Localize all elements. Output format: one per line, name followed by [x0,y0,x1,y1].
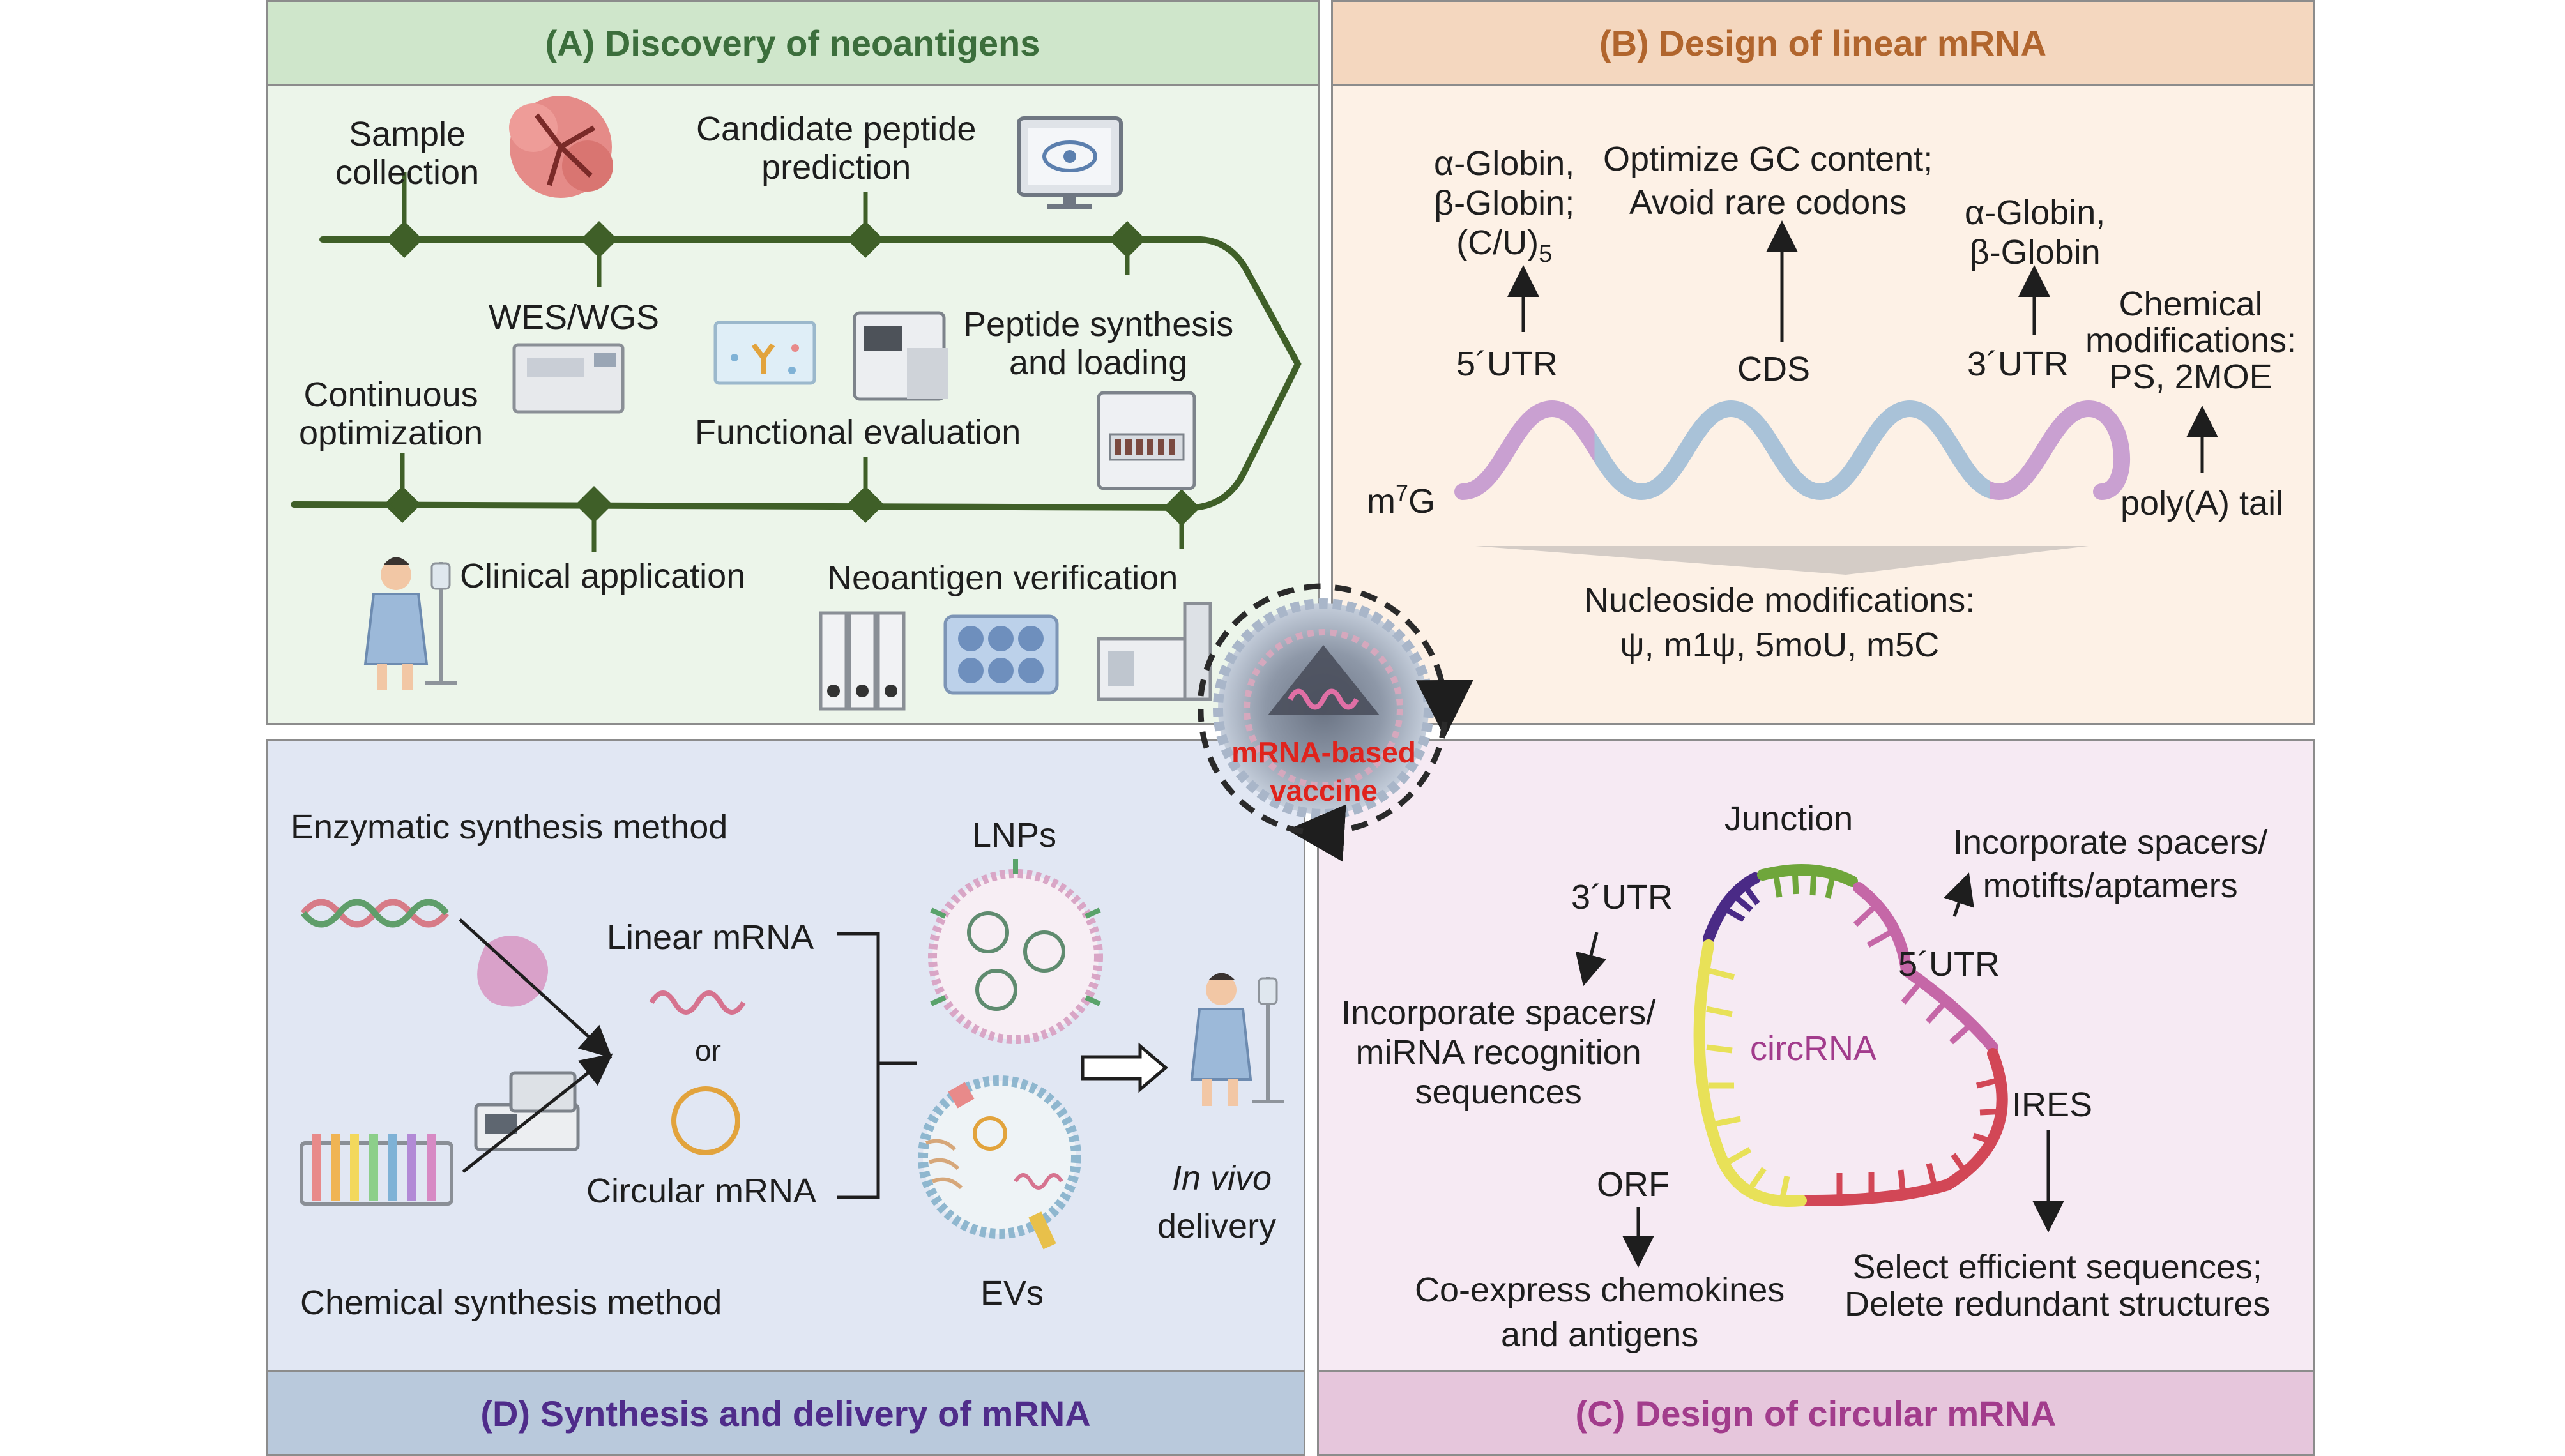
select-sequences-label: Select efficient sequences; Delete redun… [1845,1248,2271,1323]
enzymatic-synthesis-label: Enzymatic synthesis method [291,808,728,846]
panel-b-arrows [1507,220,2218,473]
wes-wgs-label: WES/WGS [489,298,659,337]
panel-d-arrows [459,918,613,1173]
coexpress-label: Co-express chemokines and antigens [1415,1271,1785,1354]
orf-label: ORF [1597,1165,1670,1204]
circrna-label: circRNA [1750,1029,1876,1068]
patient-delivery-icon [1190,973,1284,1106]
evs-label: EVs [980,1274,1044,1312]
synthesizer-machine-icon [474,1071,580,1151]
panel-b-header: (B) Design of linear mRNA [1333,2,2313,86]
panel-d: (D) Synthesis and delivery of mRNA [266,739,1305,1456]
delivery-arrow [1081,1042,1168,1093]
nucleoside-modifications-label: Nucleoside modifications: ψ, m1ψ, 5moU, … [1584,581,1975,664]
panel-d-header: (D) Synthesis and delivery of mRNA [268,1370,1304,1454]
circular-mrna-label: Circular mRNA [586,1172,817,1210]
peptide-synthesis-label: Peptide synthesis and loading [963,305,1234,382]
polya-tail-label: poly(A) tail [2120,484,2284,522]
nucleoside-shadow [1475,546,2089,575]
clinical-application-label: Clinical application [460,557,746,595]
petri-dish-icon [713,321,816,385]
utr5-label: 5´UTR [1456,345,1558,383]
neoantigen-timeline [291,236,1302,512]
timeline-nodes [384,172,1200,552]
continuous-optimization-label: Continuous optimization [299,375,483,452]
sample-collection-label: Sample collection [335,115,480,192]
merge-bracket [837,932,917,1199]
spacers-motifs-label: Incorporate spacers/ motifts/aptamers [1953,823,2268,905]
cds-note: Optimize GC content; Avoid rare codons [1603,140,1933,222]
dna-helix-icon [301,899,449,928]
linear-mrna-icon [649,990,746,1015]
neoantigen-verification-label: Neoantigen verification [827,559,1178,597]
panel-c-header: (C) Design of circular mRNA [1319,1370,2313,1454]
panel-b: (B) Design of linear mRNA [1331,0,2315,725]
cds-label: CDS [1737,350,1811,388]
candidate-peptide-label: Candidate peptide prediction [696,110,977,186]
panel-c-arrows [1575,872,2064,1268]
circ-utr3-label: 3´UTR [1571,878,1673,916]
monitor-icon [1017,116,1123,209]
linear-mrna-label: Linear mRNA [607,918,814,957]
in-vivo-label: In vivo [1172,1159,1272,1197]
chemical-modifications-note: Chemical modifications: PS, 2MOE [2085,285,2297,396]
circular-mrna-icon [671,1086,740,1155]
functional-evaluation-label: Functional evaluation [695,413,1021,451]
circrna-nucleotides [1706,868,2006,1201]
patient-icon [363,557,457,690]
well-plate-icon [943,614,1059,695]
analyzer-icon [853,311,948,401]
centrifuge-tubes-icon [819,611,906,711]
linear-mrna-strand [1454,400,2130,501]
synthesizer-icon [1097,391,1196,490]
or-label: or [695,1034,721,1067]
ires-label: IRES [2012,1086,2093,1124]
circ-utr5-label: 5´UTR [1898,945,2000,983]
mirna-recognition-label: Incorporate spacers/ miRNA recognition s… [1341,994,1656,1111]
mass-spectrometer-icon [1097,602,1212,701]
tumor-tissue-icon [509,96,613,198]
test-tubes-rack-icon [300,1134,453,1206]
m7g-cap-label: m7G [1367,480,1436,520]
utr5-note: α-Globin, β-Globin; (C/U)5 [1434,144,1575,268]
mrna-vaccine-particle [1213,598,1434,819]
utr3-label: 3´UTR [1967,345,2069,383]
vaccine-cycle-arrows [1198,583,1473,862]
lnp-icon [928,859,1103,1044]
utr3-note: α-Globin, β-Globin [1965,193,2106,271]
panel-c: (C) Design of circular mRNA [1317,739,2315,1456]
panel-a-header: (A) Discovery of neoantigens [268,2,1318,86]
sequencer-icon [512,343,625,414]
ev-icon [918,1075,1081,1250]
lnps-label: LNPs [972,816,1057,854]
junction-label: Junction [1724,800,1853,838]
chemical-synthesis-label: Chemical synthesis method [300,1284,722,1322]
mrna-vaccine-label: mRNA-based vaccine [1231,736,1416,807]
delivery-label: delivery [1157,1207,1277,1245]
